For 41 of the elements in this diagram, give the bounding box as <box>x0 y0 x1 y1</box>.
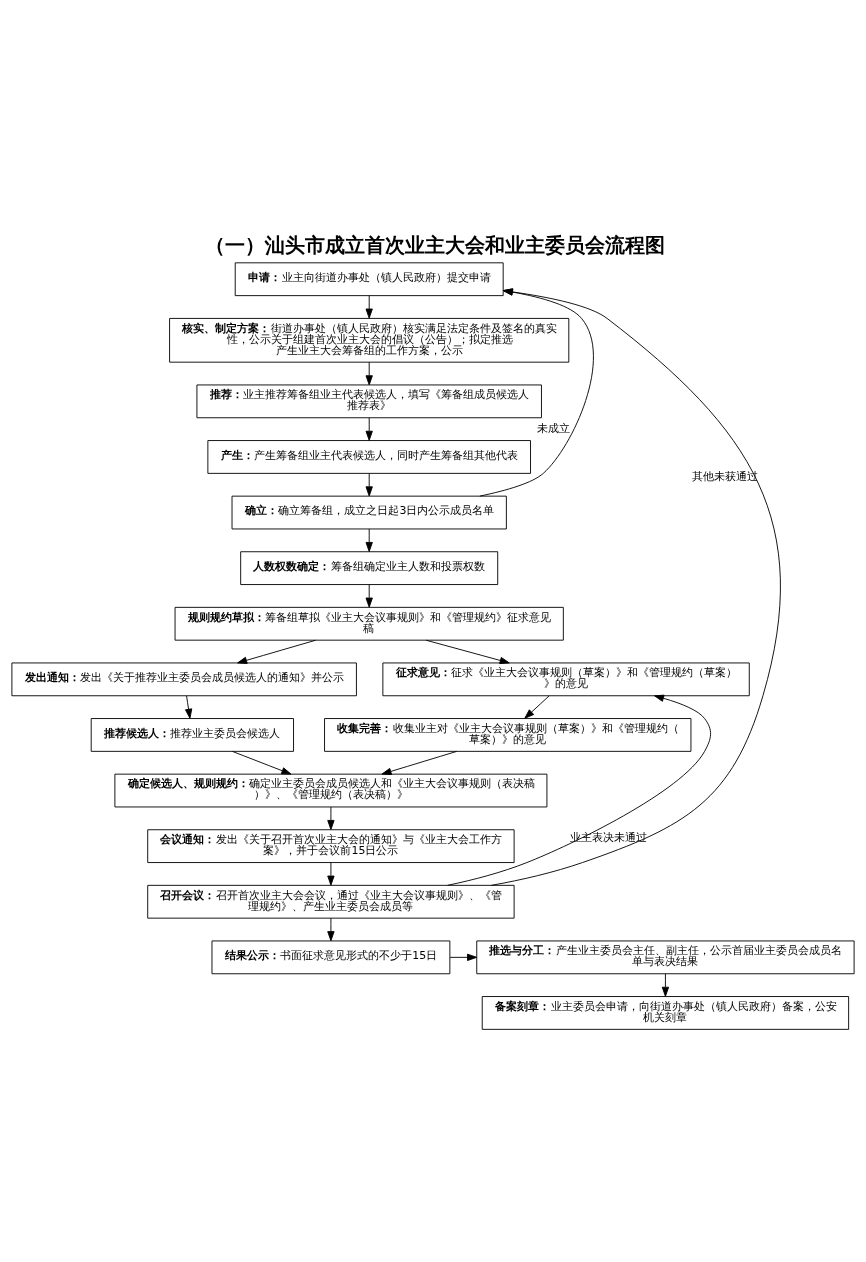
node-box: 推荐候选人：推荐业主委员会候选人 <box>90 717 294 752</box>
arrow <box>449 953 478 961</box>
node-box: 推选与分工：产生业主委员会主任、副主任，公示首届业主委员会成员名单与表决结果 <box>476 940 855 974</box>
arrow <box>524 694 550 719</box>
arrow <box>381 750 458 775</box>
node-box: 核实、制定方案：街道办事处（镇人民政府）核实满足法定条件及签名的真实性，公示关于组建首次业主大会的倡议（公告）；拟定推选产生业主大会筹备组的工作方案，公示 <box>169 317 570 363</box>
arrow <box>327 917 335 941</box>
arrow <box>425 639 510 664</box>
node-box: 申请：业主向街道办事处（镇人民政府）提交申请 <box>234 261 504 296</box>
node-box: 备案刻章：业主委员会申请，向街道办事处（镇人民政府）备案，公安机关刻章 <box>481 995 850 1030</box>
arrow <box>490 287 781 886</box>
arrow <box>365 583 373 608</box>
node-box: 收集完善：收集业主对《业主大会议事规则（草案）》和《管理规约（草案）》的意见 <box>324 717 692 752</box>
arrow <box>365 416 373 441</box>
arrow <box>365 472 373 496</box>
arrow <box>327 806 335 830</box>
arrow <box>365 361 373 385</box>
node-box: 确立：确立筹备组，成立之日起3日内公示成员名单 <box>231 495 507 529</box>
node-box: 人数权数确定：筹备组确定业主人数和投票权数 <box>240 550 499 585</box>
node-box: 结果公示：书面征求意见形式的不少于15日 <box>211 940 451 974</box>
arrow <box>365 294 373 319</box>
edge-label: 未成立 <box>537 421 571 435</box>
node-box: 征求意见：征求《业主大会议事规则（草案）》和《管理规约（草案）》的意见 <box>382 662 750 696</box>
arrow <box>479 287 594 497</box>
edge-label: 其他未获通过 <box>691 469 758 483</box>
arrow <box>232 750 292 775</box>
arrow <box>365 528 373 552</box>
node-box: 发出通知：发出《关于推荐业主委员会成员候选人的通知》并公示 <box>11 662 357 696</box>
edge-label: 业主表决未通过 <box>569 830 647 844</box>
arrow <box>185 694 193 719</box>
node-box: 会议通知：发出《关于召开首次业主大会的通知》与《业主大会工作方案》，并于会议前15日公示 <box>147 828 515 863</box>
diagram-title: （一）汕头市成立首次业主大会和业主委员会流程图 <box>204 232 665 257</box>
node-box: 规则规约草拟：筹备组草拟《业主大会议事规则》和《管理规约》征求意见稿 <box>174 606 564 641</box>
arrow <box>327 861 335 886</box>
arrow <box>237 639 317 664</box>
node-box: 确定候选人、规则规约：确定业主委员会成员候选人和《业主大会议事规则（表决稿）》、《管理规约（表决稿）》 <box>114 773 548 807</box>
node-box: 产生：产生筹备组业主代表候选人，同时产生筹备组其他代表 <box>207 439 531 474</box>
node-box: 推荐：业主推荐筹备组业主代表候选人，填写《筹备组成员候选人推荐表》 <box>196 384 542 418</box>
node-box: 召开会议：召开首次业主大会会议，通过《业主大会议事规则》、《管理规约》、产生业主委员会成员等 <box>147 884 515 919</box>
arrow <box>661 972 670 997</box>
arrow <box>447 694 712 886</box>
